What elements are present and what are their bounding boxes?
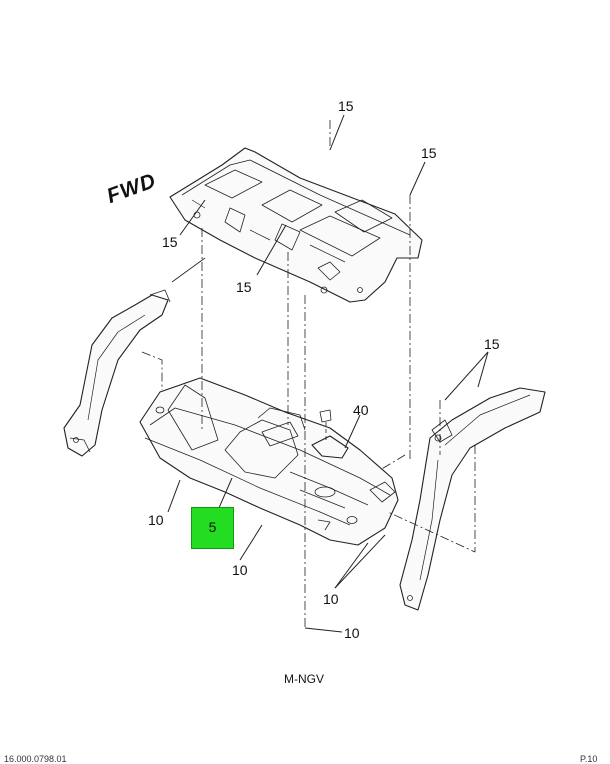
bracket-40 xyxy=(311,409,349,459)
figure-code: M-NGV xyxy=(284,672,324,686)
lower-panel-assembly xyxy=(139,377,399,546)
callout-15-top: 15 xyxy=(338,98,354,114)
document-number: 16.000.0798.01 xyxy=(4,754,67,764)
callout-15-left: 15 xyxy=(162,234,178,250)
left-pillar xyxy=(63,257,206,457)
leader-lines xyxy=(167,114,489,633)
callout-40: 40 xyxy=(353,402,369,418)
callout-10-left: 10 xyxy=(148,512,164,528)
page-number: P.10 xyxy=(580,754,598,764)
alignment-lines xyxy=(141,120,476,628)
callout-10-center: 10 xyxy=(232,562,248,578)
callout-10-bottom: 10 xyxy=(344,625,360,641)
callout-15-top-right: 15 xyxy=(421,145,437,161)
upper-rear-panel xyxy=(169,147,423,303)
callout-15-middle: 15 xyxy=(236,279,252,295)
callout-5-highlight[interactable]: 5 xyxy=(191,507,234,549)
callout-10-right: 10 xyxy=(323,591,339,607)
callout-5-label: 5 xyxy=(208,519,217,535)
callout-15-right: 15 xyxy=(484,336,500,352)
right-pillar xyxy=(399,387,546,611)
